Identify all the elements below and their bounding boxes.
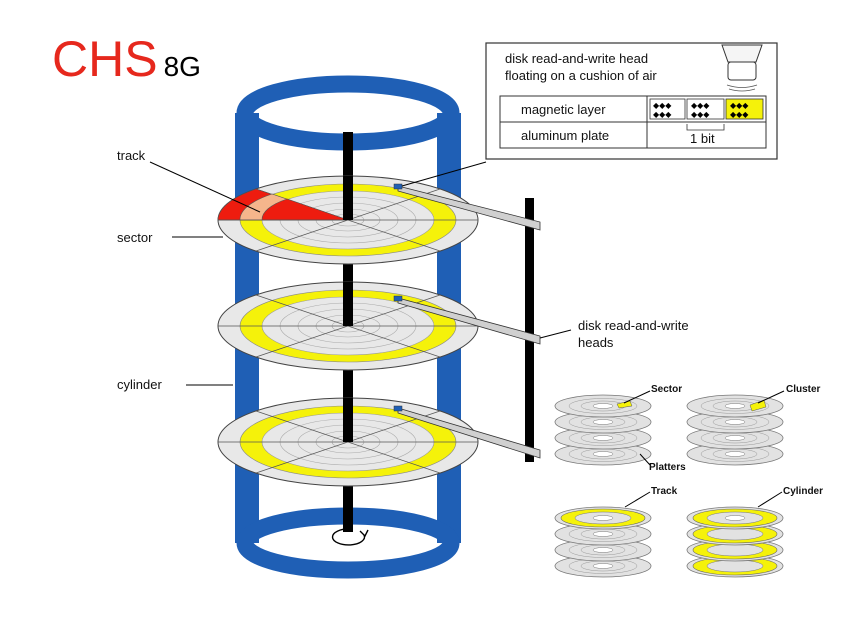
- mini-label-track: Track: [651, 486, 678, 497]
- mini-label-platters: Platters: [649, 462, 686, 473]
- svg-text:◆◆◆: ◆◆◆: [691, 110, 710, 119]
- read-head-icon: [721, 44, 763, 92]
- platter-1: [217, 175, 479, 265]
- inset-magnetic-layer: magnetic layer: [521, 102, 606, 117]
- inset-aluminum-plate: aluminum plate: [521, 128, 609, 143]
- mini-label-cluster: Cluster: [786, 384, 821, 395]
- inset-head-line2: floating on a cushion of air: [505, 68, 657, 83]
- svg-text:◆◆◆: ◆◆◆: [730, 110, 749, 119]
- mini-stack-sector: [554, 390, 652, 466]
- svg-text:◆◆◆: ◆◆◆: [653, 110, 672, 119]
- label-track: track: [117, 148, 146, 163]
- head-assembly: [393, 183, 541, 462]
- inset-panel: disk read-and-write head floating on a c…: [485, 42, 778, 160]
- rotation-arrow-icon: [331, 528, 369, 546]
- label-sector: sector: [117, 230, 153, 245]
- svg-text:◆◆◆: ◆◆◆: [653, 101, 672, 110]
- mini-stack-cylinder: [686, 491, 784, 578]
- svg-text:◆◆◆: ◆◆◆: [691, 101, 710, 110]
- mini-stack-track: [554, 491, 652, 578]
- svg-text:◆◆◆: ◆◆◆: [730, 101, 749, 110]
- mini-label-cylinder: Cylinder: [783, 486, 823, 497]
- inset-bit: 1 bit: [690, 131, 715, 146]
- mini-label-sector: Sector: [651, 384, 682, 395]
- label-heads-line2: heads: [578, 335, 614, 350]
- label-heads-line1: disk read-and-write: [578, 318, 689, 333]
- title-main: CHS: [52, 31, 158, 87]
- inset-head-line1: disk read-and-write head: [505, 51, 648, 66]
- title-sub: 8G: [163, 51, 201, 82]
- label-cylinder: cylinder: [117, 377, 162, 392]
- mini-stack-cluster: [686, 390, 785, 466]
